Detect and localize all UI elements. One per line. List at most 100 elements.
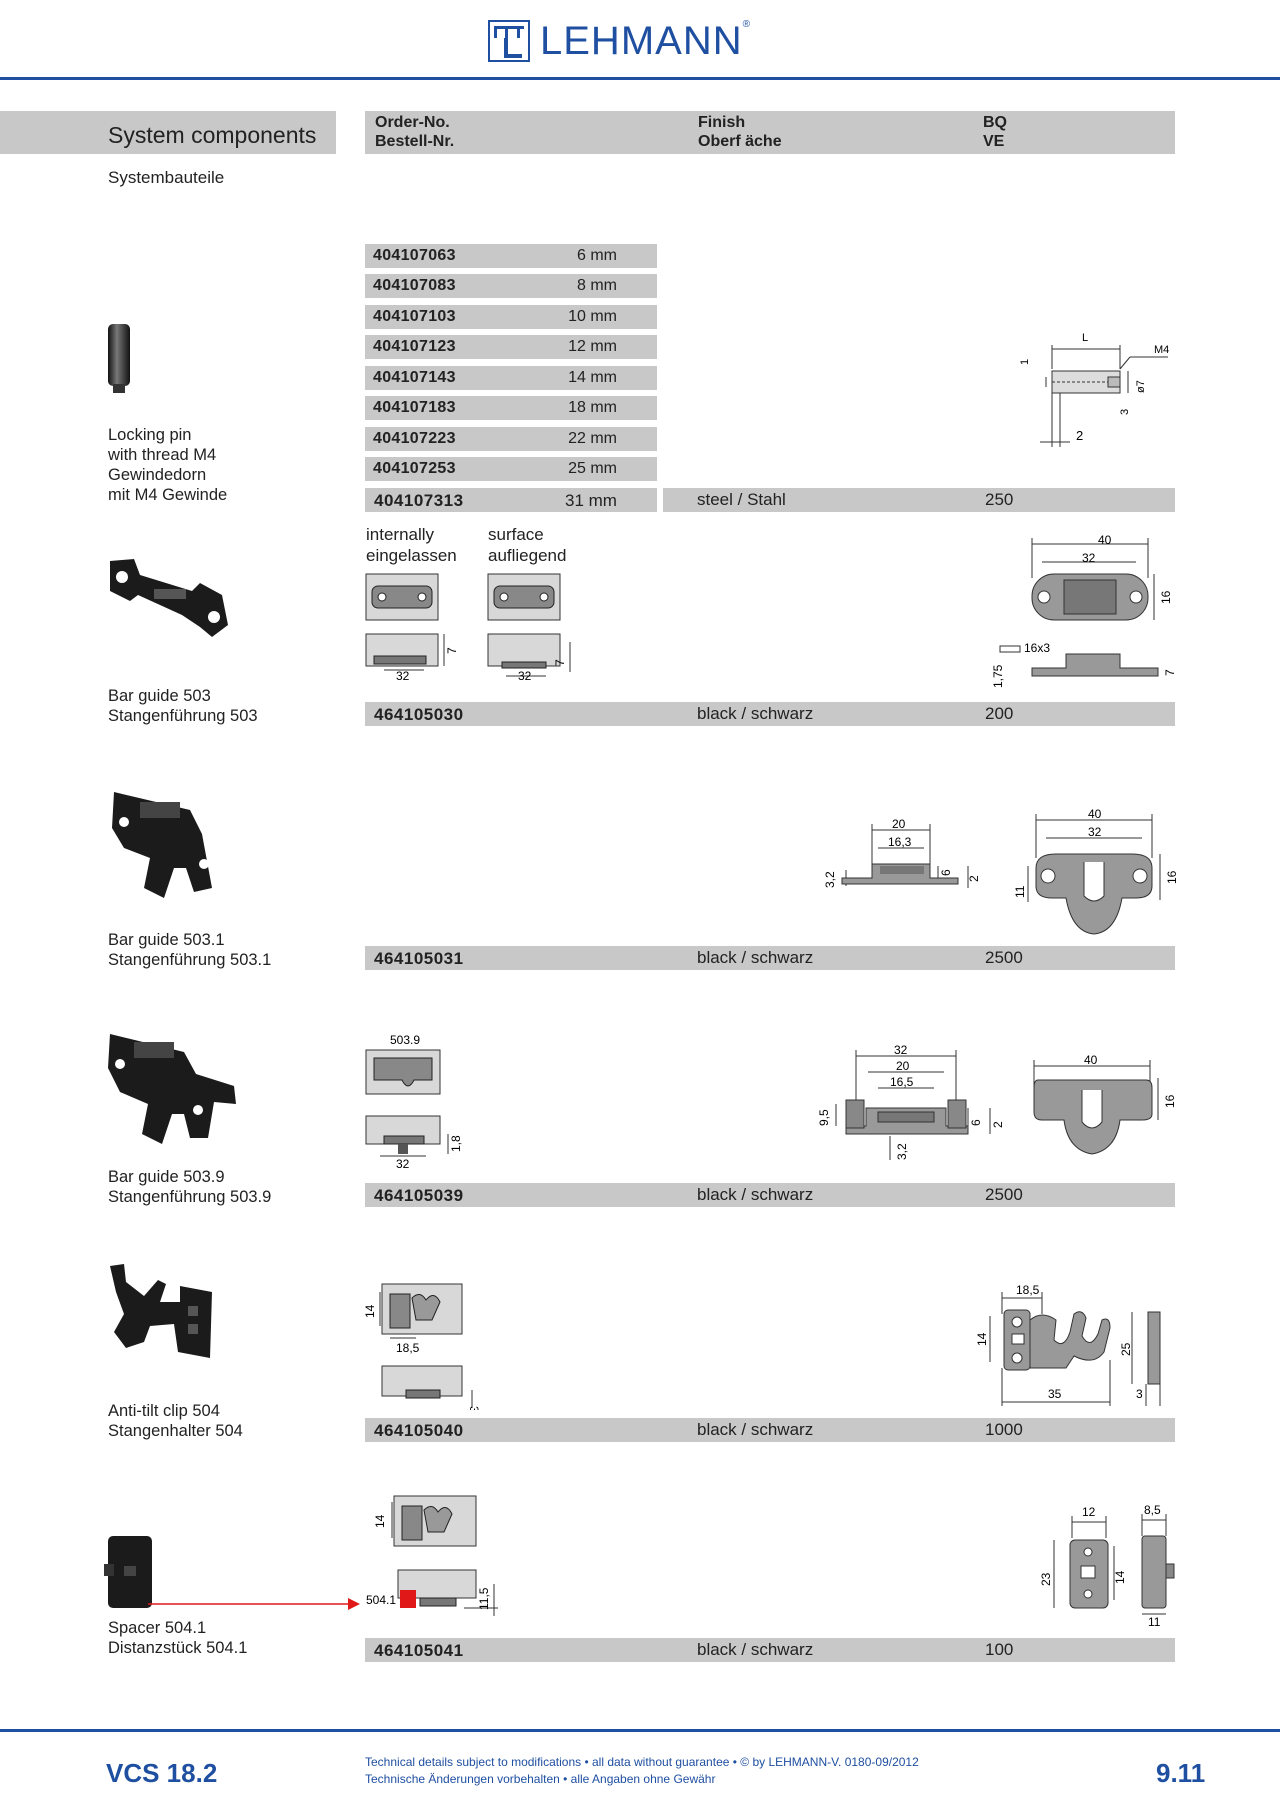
bar-guide-503-photo bbox=[110, 559, 228, 637]
svg-text:503.9: 503.9 bbox=[390, 1033, 420, 1047]
bq-value: 100 bbox=[985, 1640, 1014, 1659]
svg-text:16,5: 16,5 bbox=[890, 1075, 914, 1089]
svg-text:11: 11 bbox=[1148, 1615, 1161, 1629]
product-row-bar-guide-503-9: 464105039 black / schwarz 2500 bbox=[365, 1183, 1175, 1207]
svg-text:35: 35 bbox=[1048, 1387, 1062, 1401]
catalog-code: VCS 18.2 bbox=[106, 1758, 218, 1788]
spacer-504-1-install-drawings: 14 504.1 11,5 bbox=[366, 1495, 498, 1616]
product-row-locking-pin: 404107313 31 mm steel / Stahl 250 bbox=[365, 488, 1175, 512]
svg-text:40: 40 bbox=[1084, 1053, 1098, 1067]
svg-text:40: 40 bbox=[1088, 807, 1102, 821]
bq-value: 2500 bbox=[985, 1185, 1023, 1204]
anti-tilt-clip-504-photo bbox=[110, 1264, 212, 1358]
bq-value: 200 bbox=[985, 704, 1014, 723]
svg-text:7: 7 bbox=[553, 659, 567, 666]
finish-value: steel / Stahl bbox=[697, 490, 786, 509]
svg-text:3: 3 bbox=[1119, 409, 1131, 415]
section-title-bar bbox=[0, 111, 336, 154]
svg-text:20: 20 bbox=[896, 1059, 910, 1073]
bar-guide-503-9-front-drawing: 40 16 bbox=[1033, 1053, 1177, 1155]
svg-text:23: 23 bbox=[1040, 1572, 1053, 1586]
footer-disclaimer-en: Technical details subject to modificatio… bbox=[365, 1755, 919, 1769]
product-row-bar-guide-503-1: 464105031 black / schwarz 2500 bbox=[365, 946, 1175, 970]
product-row-bar-guide-503: 464105030 black / schwarz 200 bbox=[365, 702, 1175, 726]
bq-value: 1000 bbox=[985, 1420, 1023, 1439]
anti-tilt-clip-504-install-drawings: 14 18,5 3 bbox=[363, 1283, 480, 1410]
svg-text:12: 12 bbox=[1082, 1505, 1096, 1519]
svg-text:16x3: 16x3 bbox=[1024, 641, 1050, 655]
finish-value: black / schwarz bbox=[697, 1185, 814, 1204]
bar-guide-503-1-photo bbox=[112, 792, 212, 898]
product-row-anti-tilt-clip-504: 464105040 black / schwarz 1000 bbox=[365, 1418, 1175, 1442]
svg-text:14: 14 bbox=[975, 1332, 989, 1346]
svg-text:11,5: 11,5 bbox=[477, 1587, 491, 1610]
svg-text:3,2: 3,2 bbox=[823, 871, 837, 888]
svg-text:18,5: 18,5 bbox=[396, 1341, 420, 1355]
finish-value: black / schwarz bbox=[697, 1420, 814, 1439]
svg-text:1,75: 1,75 bbox=[991, 664, 1005, 688]
svg-text:8,5: 8,5 bbox=[1144, 1503, 1161, 1517]
svg-text:6: 6 bbox=[969, 1119, 983, 1126]
section-subtitle: Systembauteile bbox=[108, 168, 225, 187]
locking-pin-drawing: L M4 1 ø7 3 2 bbox=[1019, 332, 1169, 447]
footer-disclaimer-de: Technische Änderungen vorbehalten • alle… bbox=[365, 1772, 716, 1786]
bq-value: 250 bbox=[985, 490, 1014, 509]
lehmann-emblem-icon bbox=[488, 20, 530, 62]
svg-text:1,8: 1,8 bbox=[449, 1135, 463, 1152]
svg-text:32: 32 bbox=[396, 669, 410, 682]
svg-text:32: 32 bbox=[396, 1157, 410, 1170]
svg-text:32: 32 bbox=[894, 1043, 908, 1057]
bar-guide-503-drawing: 40 32 16 16x3 1,75 7 bbox=[991, 533, 1177, 688]
svg-text:7: 7 bbox=[1163, 669, 1177, 676]
product-row-spacer-504-1: 464105041 black / schwarz 100 bbox=[365, 1638, 1175, 1662]
locking-pin-photo bbox=[108, 324, 130, 393]
page-number: 9.11 bbox=[1156, 1758, 1206, 1788]
finish-value: black / schwarz bbox=[697, 704, 814, 723]
bq-value: 2500 bbox=[985, 948, 1023, 967]
svg-text:32: 32 bbox=[1082, 551, 1096, 565]
svg-text:3: 3 bbox=[1136, 1387, 1143, 1401]
svg-text:504.1: 504.1 bbox=[366, 1593, 396, 1607]
svg-text:11: 11 bbox=[1013, 885, 1027, 898]
bar-guide-503-9-photo bbox=[108, 1034, 236, 1144]
svg-text:16,3: 16,3 bbox=[888, 835, 912, 849]
svg-text:9,5: 9,5 bbox=[817, 1109, 831, 1126]
svg-text:1: 1 bbox=[1019, 359, 1031, 365]
svg-text:14: 14 bbox=[363, 1304, 377, 1318]
svg-text:16: 16 bbox=[1159, 590, 1173, 604]
anti-tilt-clip-504-drawing: 18,5 14 35 25 3 bbox=[975, 1283, 1161, 1406]
column-order-header: Order-No.Bestell-Nr. bbox=[375, 114, 455, 150]
brand-name: LEHMANN® bbox=[540, 18, 751, 63]
svg-text:2: 2 bbox=[991, 1121, 1005, 1128]
svg-text:ø7: ø7 bbox=[1135, 380, 1147, 393]
svg-text:18,5: 18,5 bbox=[1016, 1283, 1040, 1297]
bar-guide-503-install-drawings: 32 32 7 7 bbox=[365, 573, 571, 682]
svg-text:L: L bbox=[1082, 332, 1088, 344]
spacer-pointer-arrow bbox=[148, 1598, 360, 1610]
lehmann-logo: LEHMANN® bbox=[488, 18, 751, 64]
svg-text:2: 2 bbox=[1076, 428, 1083, 443]
svg-text:3,2: 3,2 bbox=[895, 1143, 909, 1160]
svg-text:20: 20 bbox=[892, 817, 906, 831]
header-divider bbox=[0, 77, 1280, 80]
spacer-504-1-drawing: 12 23 14 8,5 11 bbox=[1040, 1503, 1175, 1629]
bar-guide-503-1-side-drawing: 20 16,3 3,2 6 2 bbox=[823, 817, 981, 888]
finish-value: black / schwarz bbox=[697, 1640, 814, 1659]
svg-text:3: 3 bbox=[467, 1406, 480, 1410]
